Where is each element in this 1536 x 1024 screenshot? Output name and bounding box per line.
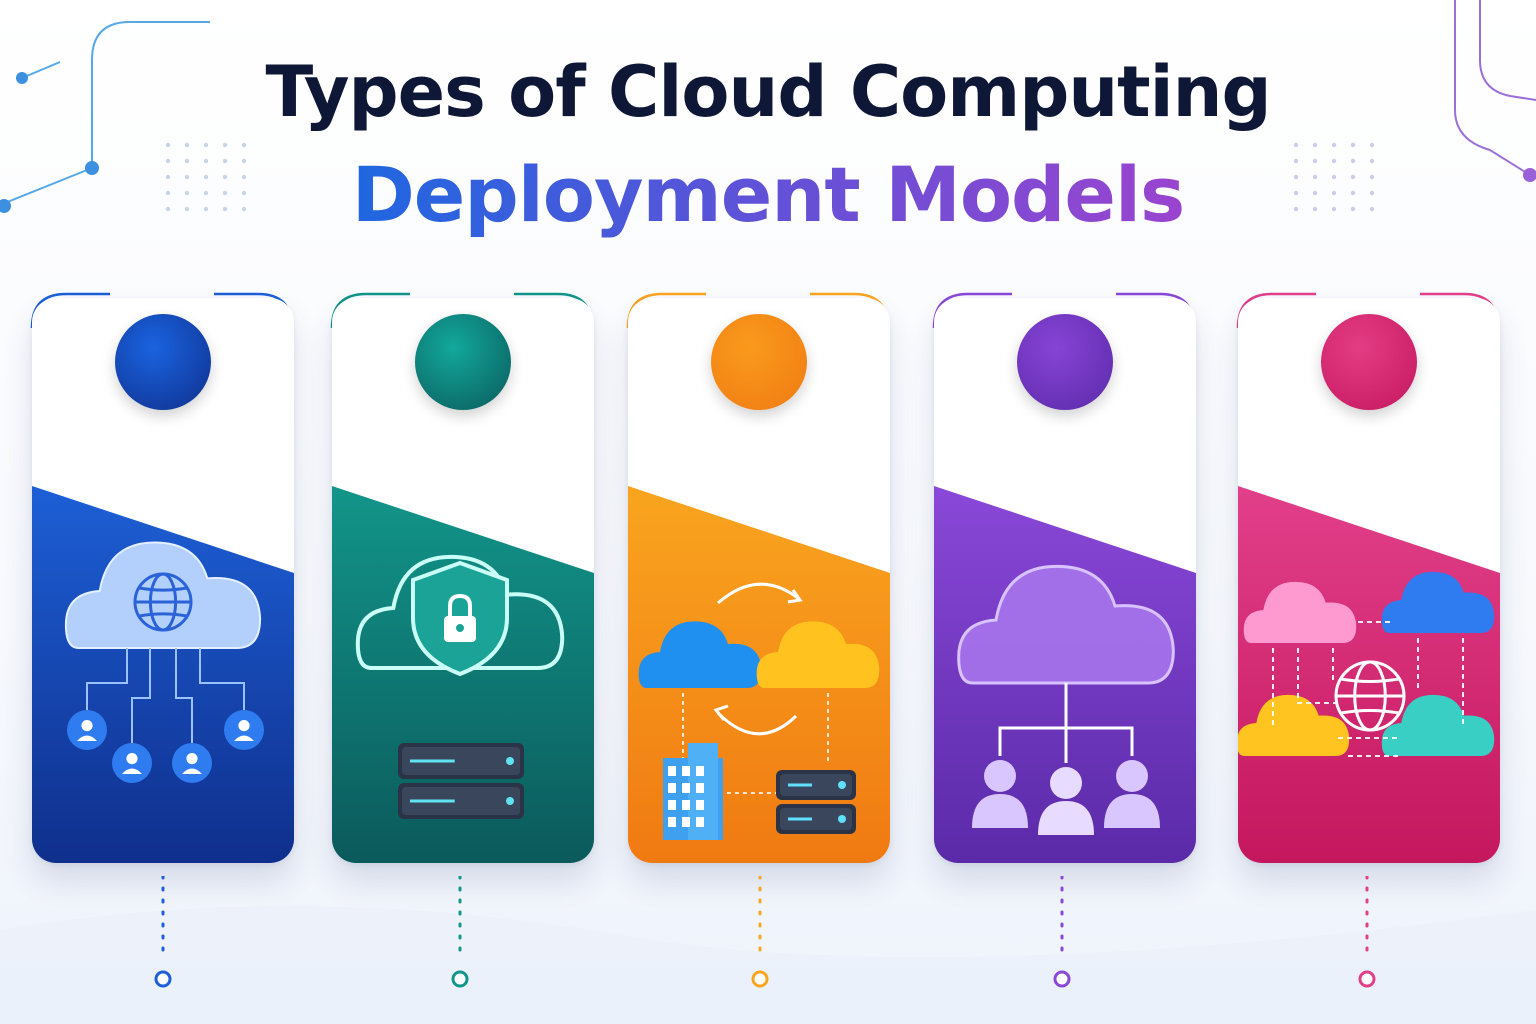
card-community-cloud [934,298,1196,863]
connector-stem [1052,874,1072,996]
connector-stem [750,874,770,996]
card-public-cloud [32,298,294,863]
model-number-badge [415,314,511,410]
card-private-cloud [332,298,594,863]
public-cloud-network-icon [64,541,264,783]
connector-stem [153,874,173,996]
multi-cloud-globe-icon [1238,571,1495,757]
title-line-2-text: Deployment Models [351,150,1186,239]
card-hybrid-cloud [628,298,890,863]
model-number-badge [711,314,807,410]
community-cloud-users-icon [957,564,1175,835]
connector-stem [1357,874,1377,996]
card-multi-cloud [1238,298,1500,863]
hybrid-cloud-sync-icon [638,582,880,840]
connector-stem [450,874,470,996]
model-number-badge [115,314,211,410]
private-cloud-shield-lock-icon [355,554,565,819]
model-number-badge [1017,314,1113,410]
title-line-2: Deployment Models [0,150,1536,240]
model-number-badge [1321,314,1417,410]
title-line-1: Types of Cloud Computing [265,51,1271,133]
